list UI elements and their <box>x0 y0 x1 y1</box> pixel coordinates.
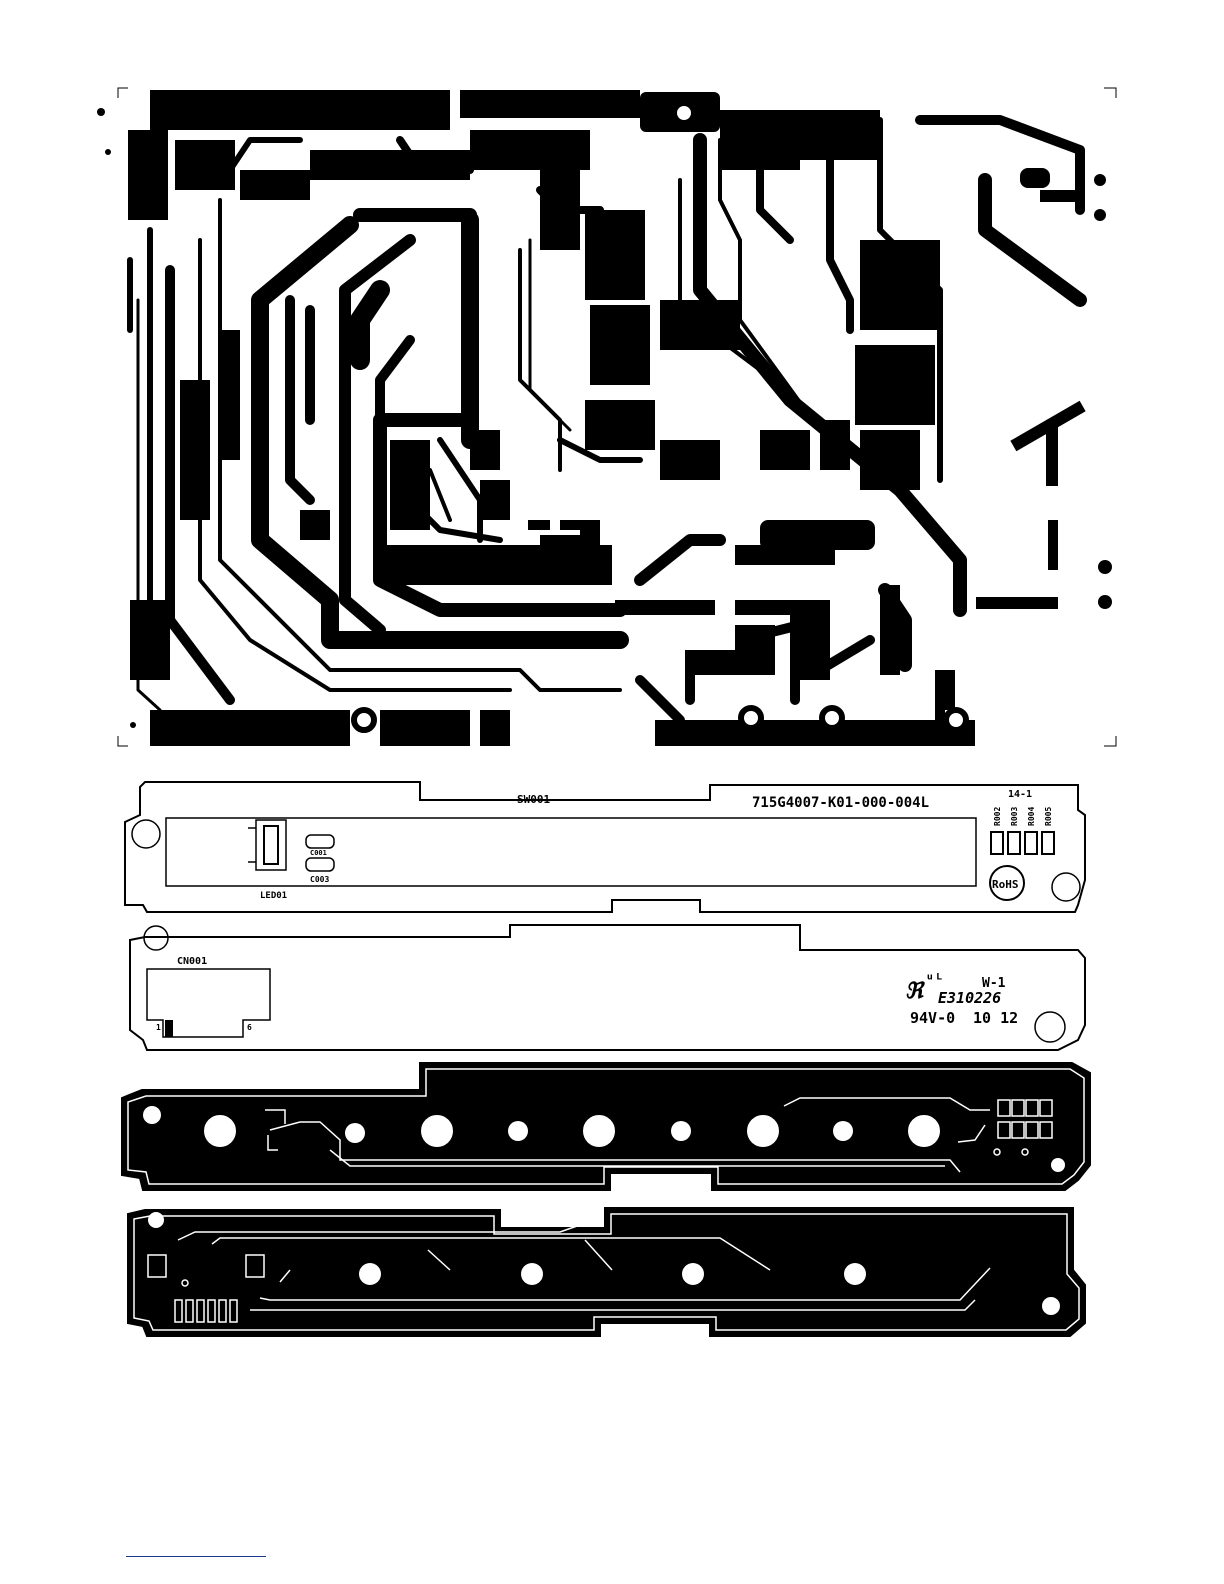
resistor-label: R004 <box>1027 807 1036 826</box>
part-number-label: 715G4007-K01-000-004L <box>752 795 929 811</box>
connector-board-silkscreen: CN001 1 6 ℜ ᵘᴸ W-1 E310226 94V-0 10 12 <box>130 925 1085 1050</box>
mounting-hole <box>1035 1012 1065 1042</box>
capacitor-label: C001 <box>310 849 327 857</box>
ul-file-label: E310226 <box>938 989 1001 1007</box>
resistor-label: R002 <box>993 807 1002 826</box>
date-code-label: 10 12 <box>973 1009 1018 1027</box>
revision-label: 14-1 <box>1008 789 1032 800</box>
pin-first-label: 1 <box>156 1023 161 1032</box>
mounting-hole <box>132 820 160 848</box>
switch-ref-label: SW001 <box>517 793 550 806</box>
main-power-board <box>97 88 1116 746</box>
pin1-marker <box>165 1020 173 1037</box>
flame-rating-label: 94V-0 <box>910 1009 955 1027</box>
led-footprint <box>248 820 286 870</box>
svg-text:ℜ: ℜ <box>905 979 926 1004</box>
resistor-footprints: R002 R003 R004 R005 <box>991 807 1054 854</box>
switch-outline <box>166 818 976 886</box>
connector-ref-label: CN001 <box>177 956 207 967</box>
capacitor-label: C003 <box>310 875 329 884</box>
key-board-copper-bottom <box>128 1208 1085 1336</box>
pin-last-label: 6 <box>247 1023 252 1032</box>
svg-text:ᵘᴸ: ᵘᴸ <box>925 970 944 989</box>
key-board-silkscreen: SW001 715G4007-K01-000-004L 14-1 R002 R0… <box>125 782 1085 912</box>
key-board-copper-top <box>122 1063 1090 1190</box>
resistor-label: R005 <box>1044 807 1053 826</box>
footer-rule <box>126 1556 266 1557</box>
resistor-label: R003 <box>1010 807 1019 826</box>
led-ref-label: LED01 <box>260 891 287 901</box>
rohs-label: RoHS <box>992 878 1019 891</box>
mounting-hole <box>1052 873 1080 901</box>
